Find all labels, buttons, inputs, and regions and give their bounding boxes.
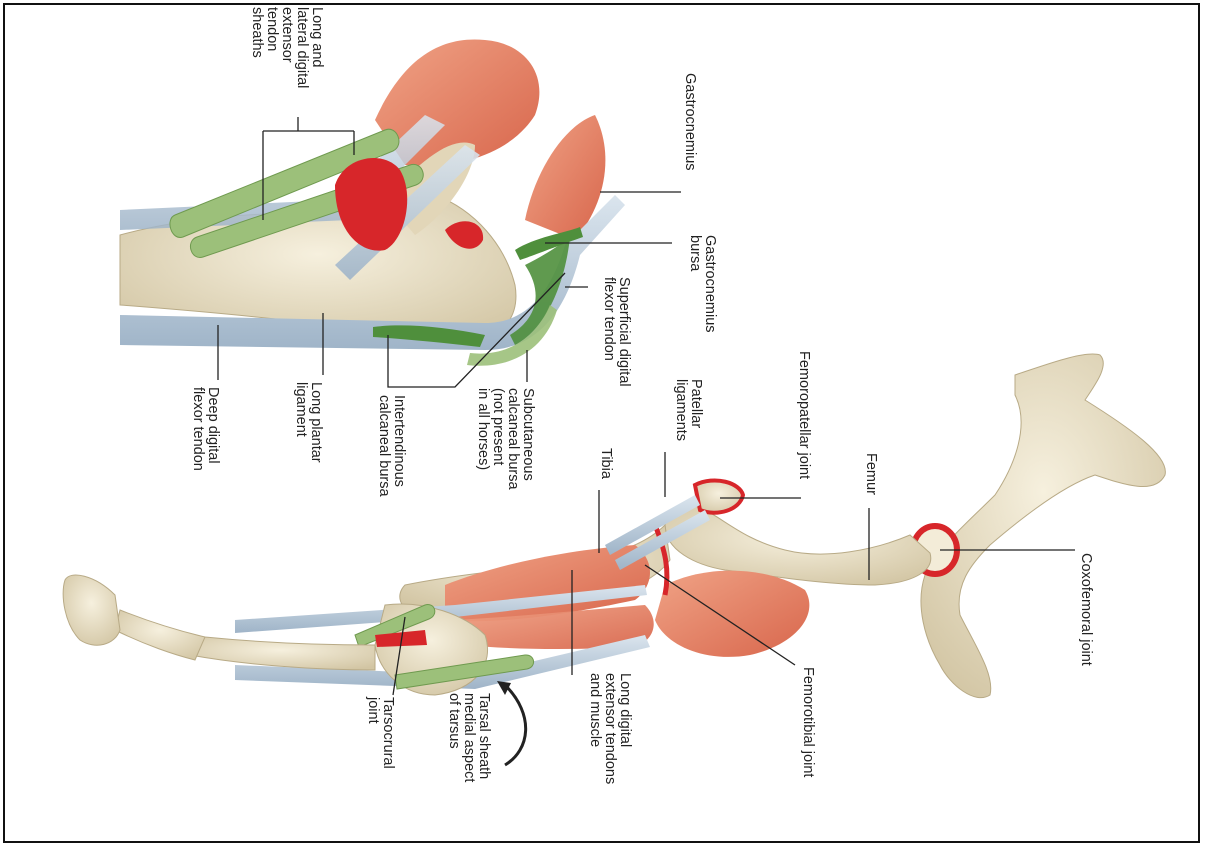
label-line: Patellar xyxy=(688,379,703,441)
label-gastrocnemius-bursa: Gastrocnemius bursa xyxy=(687,235,717,333)
cannon-bone xyxy=(186,637,375,670)
tarsus-inset xyxy=(120,39,625,365)
label-line: ligament xyxy=(293,382,308,463)
label-long-plantar-ligament: Long plantar ligament xyxy=(293,382,323,463)
label-line: and muscle xyxy=(587,673,602,784)
label-line: Femorotibial joint xyxy=(800,667,815,777)
label-line: lateral digital xyxy=(294,7,309,88)
label-line: Gastrocnemius xyxy=(682,73,697,171)
label-line: in all horses) xyxy=(475,388,490,490)
label-femorotibial-joint: Femorotibial joint xyxy=(800,667,815,777)
pastern-bones xyxy=(115,610,205,660)
label-line: Tarsocrural xyxy=(380,697,395,769)
label-patellar-ligaments: Patellar ligaments xyxy=(673,379,703,441)
label-line: Long and xyxy=(309,7,324,88)
pelvis-bone xyxy=(921,354,1165,698)
label-line: ligaments xyxy=(673,379,688,441)
label-line: Subcutaneous xyxy=(520,388,535,490)
label-femur: Femur xyxy=(863,453,878,495)
label-line: Deep digital xyxy=(205,387,220,471)
label-line: Femoropatellar joint xyxy=(796,351,811,479)
label-line: joint xyxy=(365,697,380,769)
label-gastrocnemius: Gastrocnemius xyxy=(682,73,697,171)
label-line: medial aspect xyxy=(461,693,476,782)
label-line: Intertendinous xyxy=(391,395,406,497)
label-superficial-digital-flexor: Superficial digital flexor tendon xyxy=(601,277,631,387)
label-intertendinous-calcaneal-bursa: Intertendinous calcaneal bursa xyxy=(376,395,406,497)
label-tarsal-sheath: Tarsal sheath medial aspect of tarsus xyxy=(446,693,491,782)
label-coxofemoral-joint: Coxofemoral joint xyxy=(1078,553,1093,666)
label-line: Superficial digital xyxy=(616,277,631,387)
label-line: Long plantar xyxy=(308,382,323,463)
label-line: tendon xyxy=(264,7,279,88)
label-line: Tarsal sheath xyxy=(476,693,491,782)
label-subcutaneous-calcaneal-bursa: Subcutaneous calcaneal bursa (not presen… xyxy=(475,388,535,490)
hoof xyxy=(63,575,120,645)
label-line: flexor tendon xyxy=(601,277,616,387)
thigh-muscle xyxy=(655,571,809,657)
label-deep-digital-flexor: Deep digital flexor tendon xyxy=(190,387,220,471)
label-line: calcaneal bursa xyxy=(505,388,520,490)
label-line: flexor tendon xyxy=(190,387,205,471)
label-line: extensor tendons xyxy=(602,673,617,784)
label-line: sheaths xyxy=(249,7,264,88)
femoropatellar-joint-capsule xyxy=(695,480,743,512)
label-line: bursa xyxy=(687,235,702,333)
label-line: Femur xyxy=(863,453,878,495)
label-line: (not present xyxy=(490,388,505,490)
label-tarsocrural-joint: Tarsocrural joint xyxy=(365,697,395,769)
label-line: Gastrocnemius xyxy=(702,235,717,333)
label-long-lateral-extensor-sheaths: Long and lateral digital extensor tendon… xyxy=(249,7,324,88)
label-tibia: Tibia xyxy=(598,448,613,479)
label-line: calcaneal bursa xyxy=(376,395,391,497)
label-line: Tibia xyxy=(598,448,613,479)
diagram-frame: Long and lateral digital extensor tendon… xyxy=(3,3,1200,843)
label-line: Coxofemoral joint xyxy=(1078,553,1093,666)
label-line: Long digital xyxy=(617,673,632,784)
label-femoropatellar-joint: Femoropatellar joint xyxy=(796,351,811,479)
label-line: of tarsus xyxy=(446,693,461,782)
label-line: extensor xyxy=(279,7,294,88)
tarsal-sheath-arrow xyxy=(505,685,526,765)
label-long-digital-extensor: Long digital extensor tendons and muscle xyxy=(587,673,632,784)
